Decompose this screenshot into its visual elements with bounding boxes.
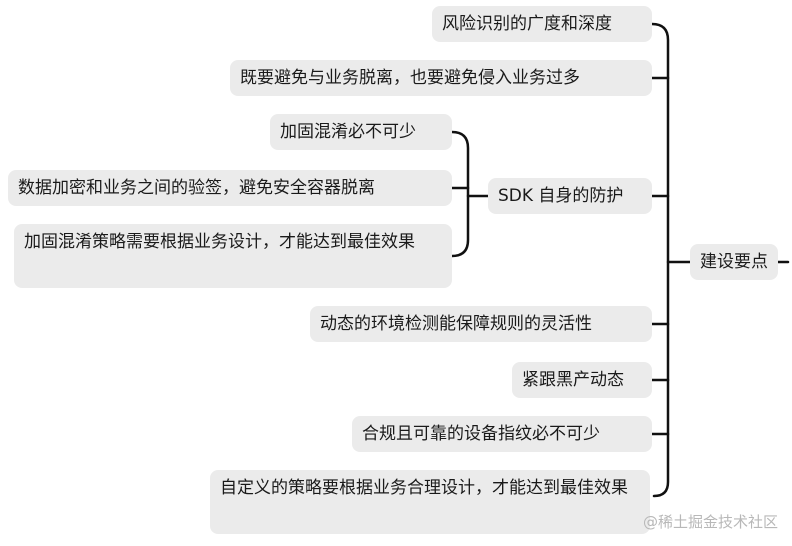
sub-node-2: 数据加密和业务之间的验签，避免安全容器脱离 [8, 170, 452, 206]
sub-node-3: 加固混淆策略需要根据业务设计，才能达到最佳效果 [14, 224, 452, 288]
branch-node-3: SDK 自身的防护 [488, 178, 652, 214]
branch-node-2: 既要避免与业务脱离，也要避免侵入业务过多 [230, 60, 652, 96]
watermark: @稀土掘金技术社区 [642, 513, 778, 531]
root-node: 建设要点 [690, 244, 778, 280]
branch-node-1: 风险识别的广度和深度 [432, 6, 652, 42]
sub-node-1: 加固混淆必不可少 [270, 114, 452, 150]
branch-node-6: 合规且可靠的设备指纹必不可少 [352, 416, 652, 452]
branch-node-4: 动态的环境检测能保障规则的灵活性 [310, 306, 652, 342]
branch-node-5: 紧跟黑产动态 [512, 362, 652, 398]
branch-node-7: 自定义的策略要根据业务合理设计，才能达到最佳效果 [210, 470, 650, 534]
